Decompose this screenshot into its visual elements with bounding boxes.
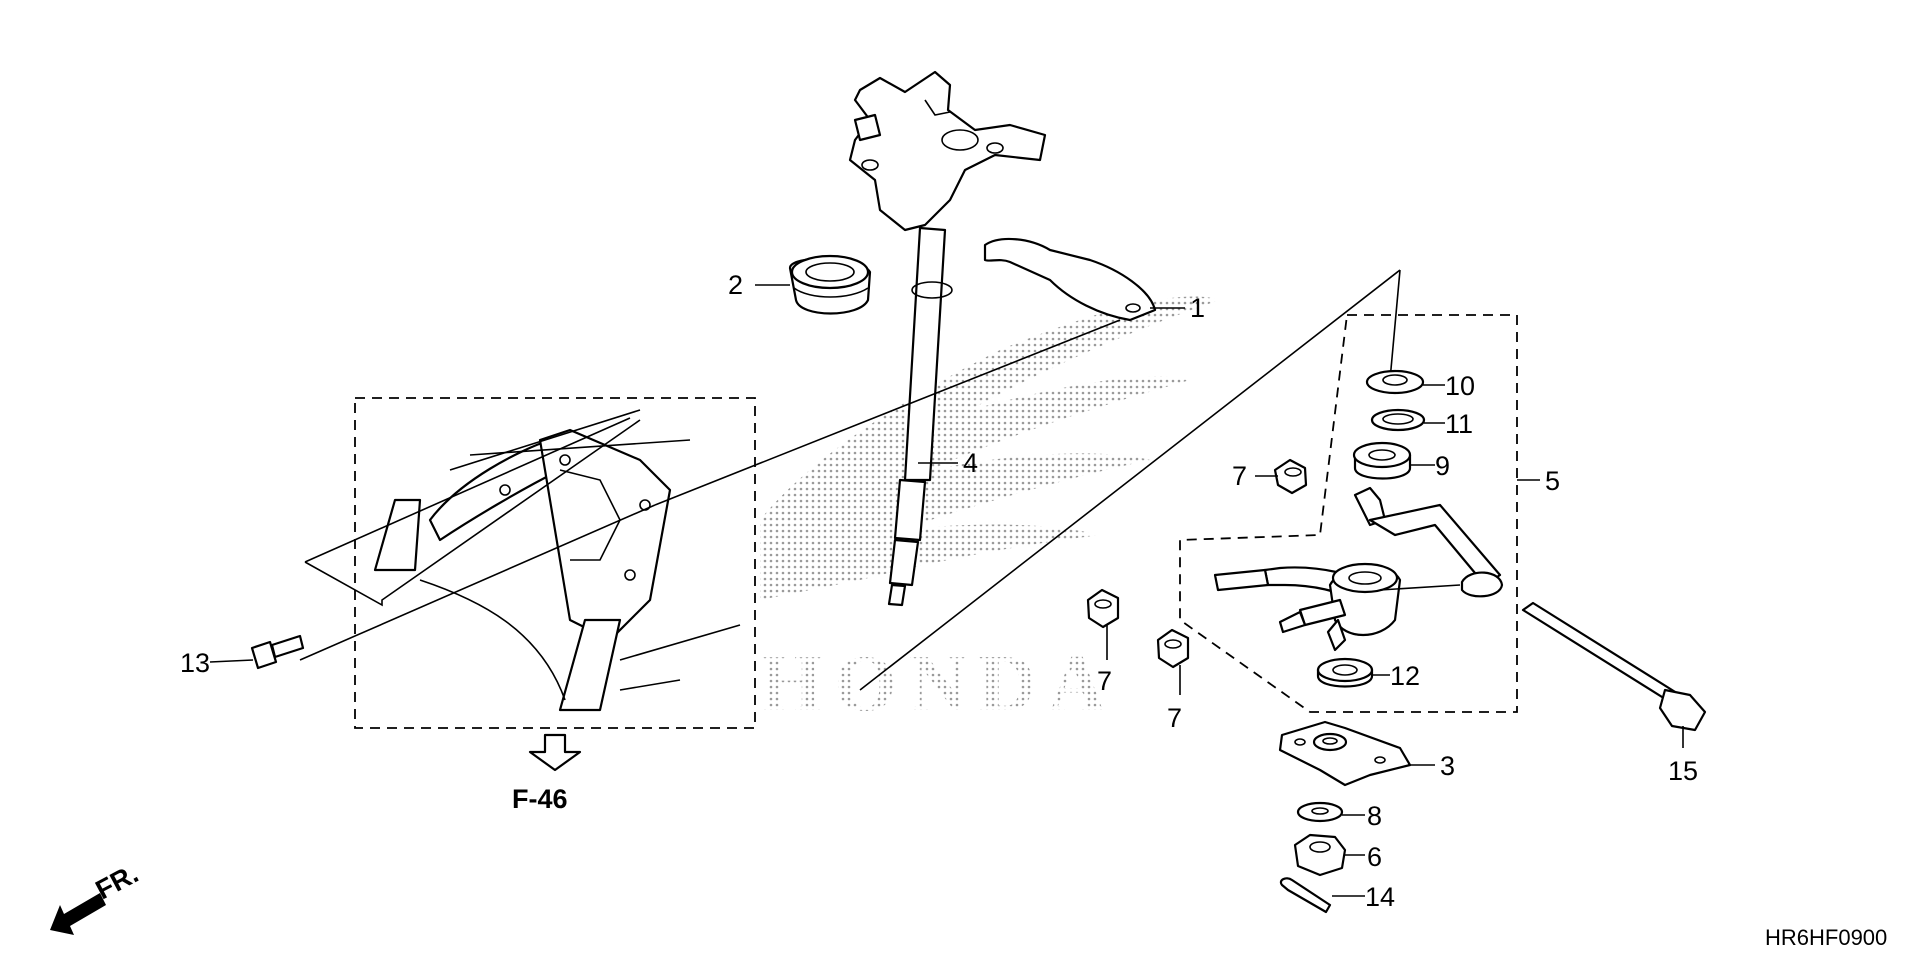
arm-assembly-box [1179, 314, 1518, 713]
callout-6: 6 [1367, 842, 1382, 872]
callout-12: 14 [1365, 882, 1395, 912]
callout-8: 8 [1367, 801, 1382, 831]
watermark-text: HONDA [760, 640, 1118, 728]
clamp-icon [983, 237, 1157, 322]
reference-label: F-46 [512, 784, 568, 814]
bushing-icon [788, 254, 872, 315]
callout-2: 2 [728, 270, 743, 300]
callout-7c: 7 [1167, 703, 1182, 733]
callout-1: 1 [1190, 293, 1205, 323]
reference-arrow-icon [528, 733, 582, 772]
callout-5: 5 [1545, 466, 1560, 496]
bolt-icon [1521, 601, 1707, 732]
wing-logo-icon: HONDA [760, 296, 1220, 728]
diagram-code: HR6HF0900 [1765, 925, 1887, 950]
steering-shaft-icon [848, 70, 1047, 607]
bolt-icon [250, 634, 305, 670]
callout-10: 10 [1445, 371, 1475, 401]
castle-nut-icon [1293, 833, 1347, 877]
callout-7a: 7 [1232, 461, 1247, 491]
seal-icon [1370, 408, 1426, 432]
arm-assembly-icon [1213, 486, 1504, 652]
callout-11: 12 [1390, 661, 1420, 691]
flange-nut-icon [1273, 458, 1308, 495]
frame-assembly-icon [354, 397, 756, 729]
callout-14: 13 [180, 648, 210, 678]
bearing-icon [1352, 441, 1412, 480]
knuckle-icon [1278, 720, 1412, 787]
callout-13: 11 [1445, 409, 1473, 439]
callout-9: 9 [1435, 451, 1450, 481]
bearing-icon [1365, 369, 1425, 395]
callout-15: 15 [1668, 756, 1698, 786]
callout-7b: 7 [1097, 666, 1112, 696]
washer-icon [1296, 801, 1344, 823]
flange-nut-icon [1156, 628, 1190, 669]
seal-icon [1316, 657, 1374, 688]
callout-3: 3 [1440, 751, 1455, 781]
cotter-pin-icon [1279, 877, 1332, 914]
flange-nut-icon [1086, 588, 1120, 629]
direction-arrow-icon [50, 893, 106, 935]
callout-4: 4 [963, 448, 978, 478]
